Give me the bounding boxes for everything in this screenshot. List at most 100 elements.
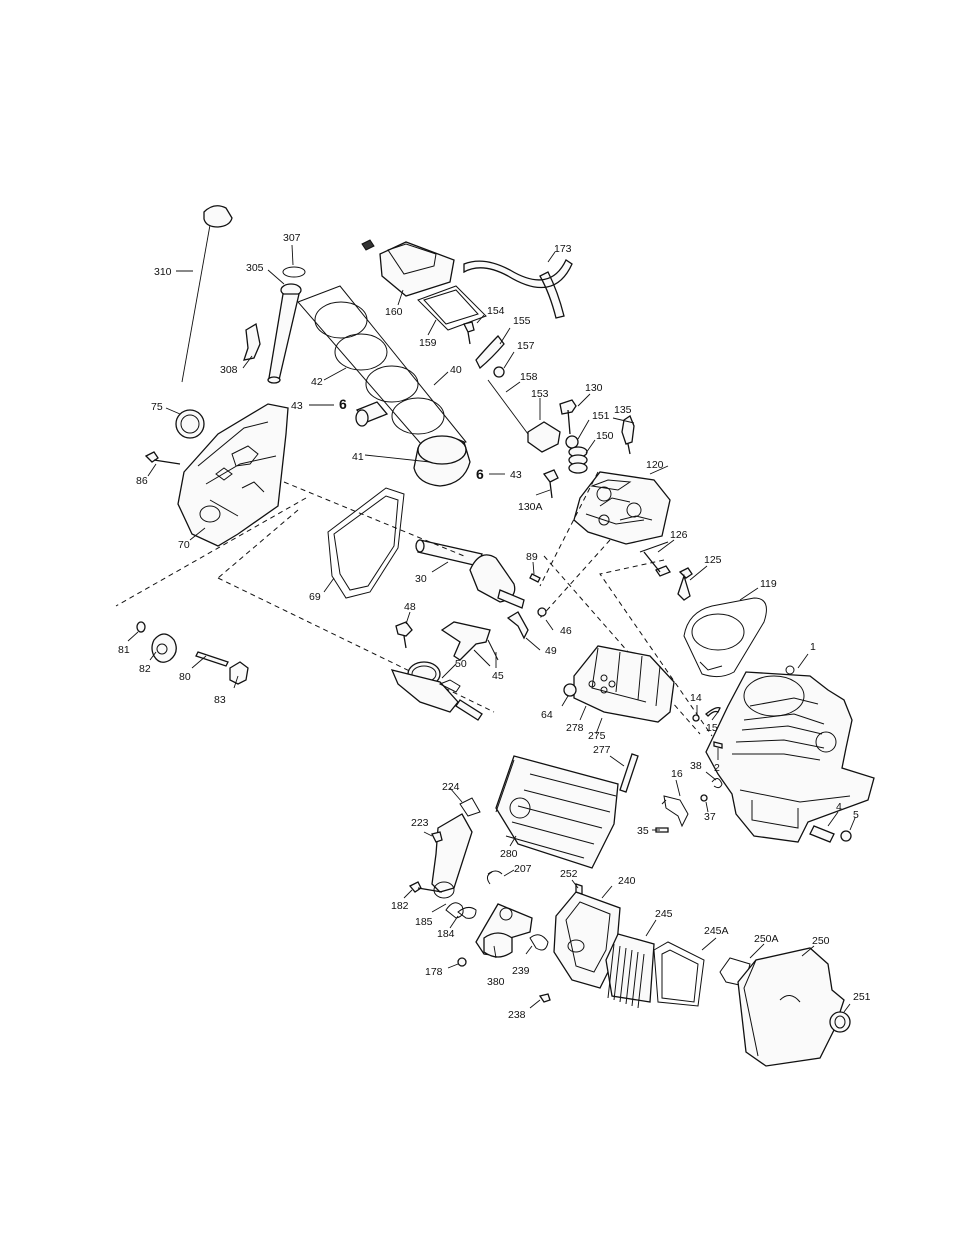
head-gasket [684,598,766,677]
label-86: 86 [136,475,148,487]
muffler-gasket [564,684,576,696]
governor-washer [538,608,546,616]
label-178: 178 [425,966,443,978]
label-69: 69 [309,591,321,603]
head-bolt [560,400,576,434]
label-14: 14 [690,692,702,704]
label-251: 251 [853,991,871,1003]
label-185: 185 [415,916,433,928]
crankshaft [416,540,524,608]
circlip-glyph: 6 [339,396,347,412]
head-bolt [544,470,558,498]
label-43: 43 [291,400,303,412]
label-250: 250 [812,935,830,947]
valve-cover-gasket [418,286,486,330]
label-16: 16 [671,768,683,780]
label-35: 35 [637,825,649,837]
label-120: 120 [646,459,664,471]
label-278: 278 [566,722,584,734]
oil-pump-rotor [152,634,176,662]
label-64: 64 [541,709,553,721]
screw [576,884,582,894]
label-89: 89 [526,551,538,563]
label-2: 2 [714,762,720,774]
screw [701,795,707,801]
label-15: 15 [706,722,718,734]
label-239: 239 [512,965,530,977]
valve-125 [678,568,692,600]
exhaust-gasket [460,798,480,816]
label-82: 82 [139,663,151,675]
label-310: 310 [154,266,172,278]
guide-plate [528,422,560,452]
label-81: 81 [118,644,130,656]
label-126: 126 [670,529,688,541]
label-159: 159 [419,337,437,349]
label-305: 305 [246,262,264,274]
valve-retainer [566,436,578,448]
air-cleaner-cover [738,948,844,1066]
label-49: 49 [545,645,557,657]
air-filter-gasket [530,935,548,950]
label-75: 75 [151,401,163,413]
label-38: 38 [690,760,702,772]
label-252: 252 [560,868,578,880]
label-158: 158 [520,371,538,383]
governor-arm [508,612,528,638]
governor-shaft [396,622,412,648]
rocker-arm [476,336,504,368]
valve-126 [640,542,670,576]
push-rod [488,380,528,434]
tube-bracket [244,324,260,360]
label-42: 42 [311,376,323,388]
label-275: 275 [588,730,606,742]
label-240: 240 [618,875,636,887]
spring-clip [706,708,720,716]
intake-manifold [432,814,472,898]
label-83: 83 [214,694,226,706]
label-43b: 43 [510,469,522,481]
label-41: 41 [352,451,364,463]
circlip-glyph: 6 [476,466,484,482]
cover-knob [830,1012,850,1032]
valve-spring [569,447,587,473]
label-245A: 245A [704,925,729,937]
label-223: 223 [411,817,429,829]
o-ring [283,267,305,277]
pump-shaft [196,652,228,666]
label-380: 380 [487,976,505,988]
label-130A: 130A [518,501,543,513]
small-screw [693,715,699,721]
label-70: 70 [178,539,190,551]
label-250A: 250A [754,933,779,945]
label-308: 308 [220,364,238,376]
air-filter-element [606,934,654,1008]
breather-hose [464,260,572,318]
label-80: 80 [179,671,191,683]
label-154: 154 [487,305,505,317]
pump-seal [137,622,145,632]
label-307: 307 [283,232,301,244]
dipstick-tube [268,284,301,383]
label-224: 224 [442,781,460,793]
label-46: 46 [560,625,572,637]
exhaust-pipe [620,754,638,792]
label-238: 238 [508,1009,526,1021]
label-30: 30 [415,573,427,585]
label-150: 150 [596,430,614,442]
label-277: 277 [593,744,611,756]
pump-gear [230,662,248,684]
label-173: 173 [554,243,572,255]
cylinder-head [574,472,670,544]
label-130: 130 [585,382,603,394]
label-157: 157 [517,340,535,352]
piston-pin [356,402,387,426]
label-160: 160 [385,306,403,318]
label-280: 280 [500,848,518,860]
oil-seal [176,410,204,438]
governor-gear-assembly [442,622,490,660]
label-4: 4 [836,801,842,813]
label-119: 119 [760,578,777,590]
carb-nut [458,958,466,966]
